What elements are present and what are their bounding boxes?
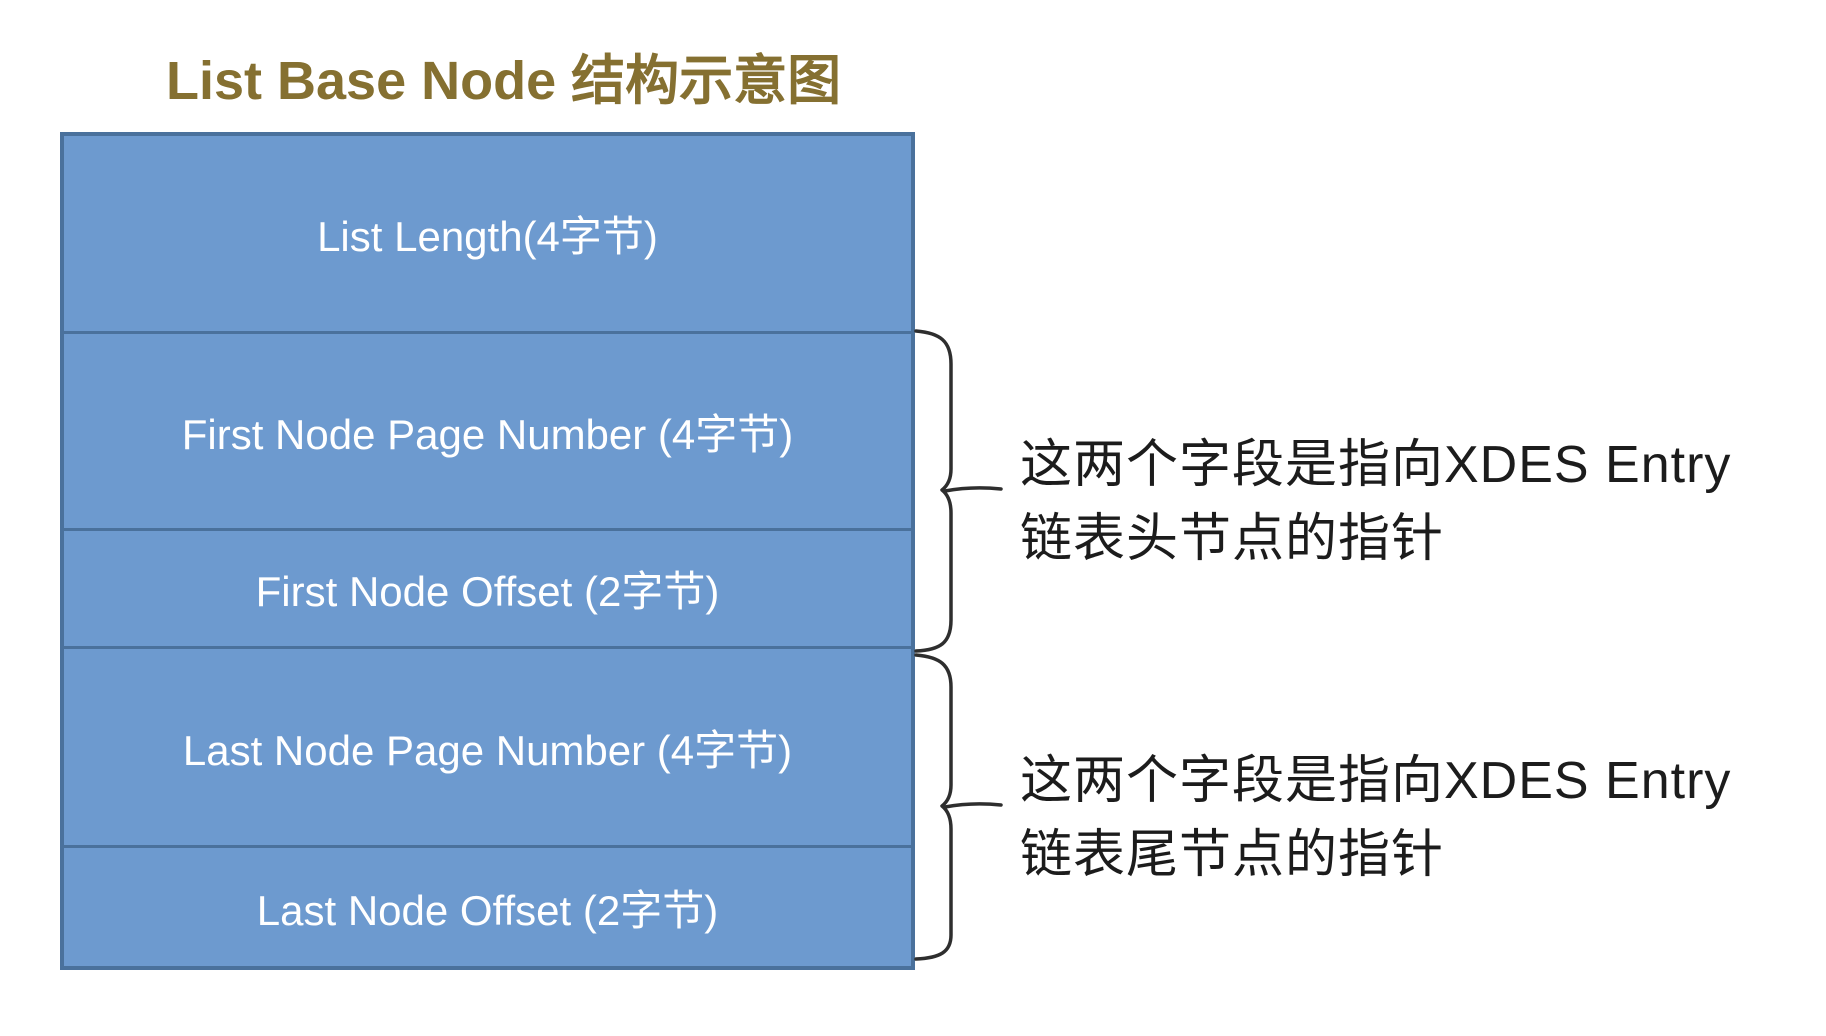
row-last-node-offset: Last Node Offset (2字节): [64, 845, 911, 966]
row-label: First Node Offset (2字节): [255, 568, 720, 615]
row-label: First Node Page Number (4字节): [181, 410, 794, 458]
annotation-line: 链表头节点的指针: [1020, 510, 1445, 568]
list-base-node-box: List Length(4字节) First Node Page Number …: [60, 132, 915, 970]
first-node-brace-icon: [914, 329, 1003, 653]
annotation-first-node-pointer: 这两个字段是指向XDES Entry 链表头节点的指针: [1020, 428, 1731, 576]
row-first-node-offset: First Node Offset (2字节): [64, 528, 911, 646]
diagram-title: List Base Node 结构示意图: [166, 51, 842, 111]
row-last-node-page-number: Last Node Page Number (4字节): [64, 646, 911, 845]
last-node-brace-icon: [914, 653, 1003, 961]
row-label: Last Node Offset (2字节): [256, 886, 719, 934]
row-label: List Length(4字节): [317, 213, 658, 260]
row-list-length: List Length(4字节): [64, 136, 911, 331]
annotation-line: 这两个字段是指向XDES Entry: [1020, 436, 1732, 494]
row-first-node-page-number: First Node Page Number (4字节): [64, 331, 911, 528]
annotation-line: 链表尾节点的指针: [1020, 826, 1445, 884]
annotation-last-node-pointer: 这两个字段是指向XDES Entry 链表尾节点的指针: [1020, 744, 1731, 892]
row-label: Last Node Page Number (4字节): [182, 726, 793, 774]
annotation-line: 这两个字段是指向XDES Entry: [1020, 752, 1732, 810]
